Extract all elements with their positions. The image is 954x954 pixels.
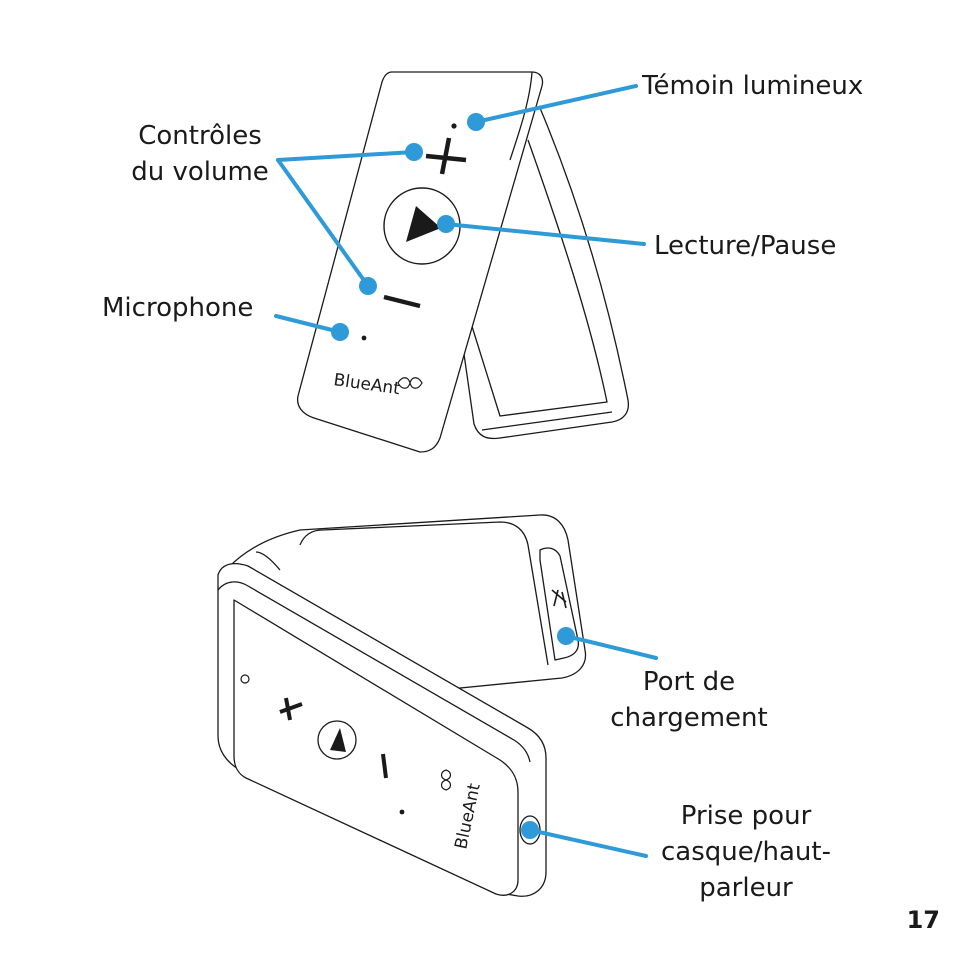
- label-volume-controls: Contrôles du volume: [122, 118, 278, 190]
- label-play-pause: Lecture/Pause: [654, 231, 837, 261]
- callout-microphone: [274, 314, 342, 334]
- rear-band: [227, 514, 587, 691]
- lying-device: [217, 514, 587, 897]
- callout-volume-up: [276, 150, 416, 162]
- dot-play-pause: [437, 215, 455, 233]
- callout-indicator-light: [474, 84, 638, 124]
- label-headphone-jack-line3: parleur: [699, 873, 793, 903]
- microphone-dot: [361, 335, 367, 341]
- dot-volume-down: [359, 277, 377, 295]
- callout-play-pause: [444, 222, 646, 246]
- label-headphone-jack-line1: Prise pour: [680, 801, 812, 831]
- dot-indicator-light: [467, 113, 485, 131]
- indicator-light-dot: [451, 123, 457, 129]
- dot-charging-port: [557, 627, 575, 645]
- label-volume-controls-line1: Contrôles: [138, 121, 262, 151]
- label-headphone-jack: Prise pour casque/haut- parleur: [646, 798, 846, 906]
- bottom-volume-up-icon: [279, 697, 303, 721]
- callout-charging-port: [564, 634, 658, 660]
- bottom-logo-infinity-icon: [440, 769, 452, 791]
- label-charging-port-line1: Port de: [642, 667, 736, 697]
- bottom-volume-down-icon: [381, 753, 388, 779]
- top-logo-infinity-icon: [397, 377, 423, 389]
- rear-band-inner: [299, 521, 549, 666]
- back-panel-inner: [469, 139, 608, 417]
- dot-headphone-jack: [521, 821, 539, 839]
- volume-down-icon: [383, 294, 421, 309]
- callouts: [274, 84, 658, 858]
- label-charging-port-line2: chargement: [610, 703, 768, 733]
- bottom-microphone-dot: [399, 809, 405, 815]
- play-icon: [406, 206, 441, 242]
- rear-band-inner-2: [255, 551, 281, 571]
- back-panel: [461, 107, 630, 440]
- label-headphone-jack-line2: casque/haut-: [661, 837, 831, 867]
- callout-volume-down: [276, 158, 370, 288]
- usb-icon: [551, 589, 567, 609]
- side-indicator: [240, 674, 250, 684]
- bottom-play-icon: [330, 728, 346, 752]
- front-body-face: [233, 599, 519, 896]
- dot-volume-up: [405, 143, 423, 161]
- callout-dots: [331, 113, 575, 839]
- label-charging-port: Port de chargement: [596, 664, 782, 736]
- standing-device: [296, 71, 630, 453]
- label-indicator-light: Témoin lumineux: [642, 71, 864, 101]
- label-volume-controls-line2: du volume: [131, 157, 269, 187]
- callout-headphone-jack: [528, 828, 648, 858]
- dot-microphone: [331, 323, 349, 341]
- back-panel-rim: [481, 411, 613, 431]
- page-number: 17: [906, 906, 940, 934]
- volume-up-icon: [425, 137, 467, 175]
- front-body-top-face: [217, 581, 531, 763]
- label-microphone: Microphone: [102, 293, 254, 323]
- front-face-edge: [509, 71, 533, 161]
